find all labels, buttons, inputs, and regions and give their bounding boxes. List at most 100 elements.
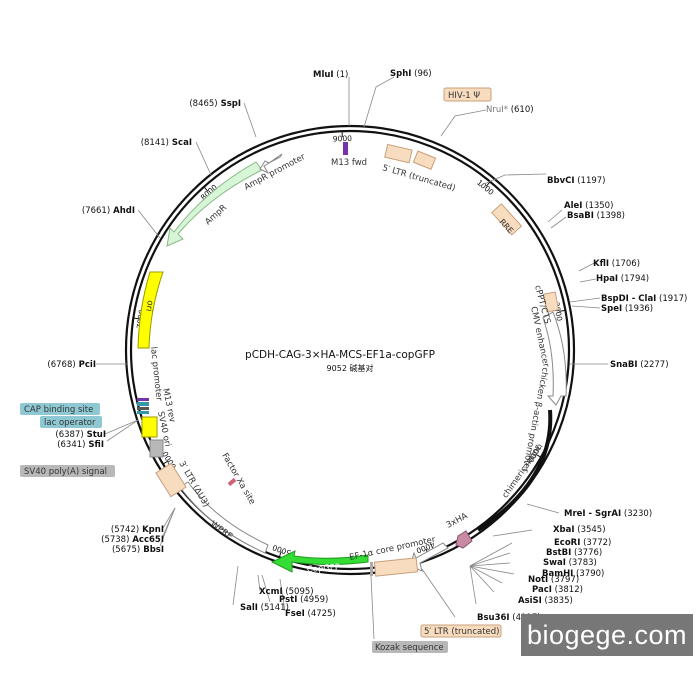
ha-tag-shape [455,530,473,549]
site-label-xcmi: XcmI (5095) [259,587,314,597]
ori-label: ori [143,299,155,312]
biogege-watermark: biogege.com [521,614,693,656]
wpre-arrow [179,481,269,554]
site-coord: (5095) [283,587,314,597]
rre-box [491,203,523,236]
site-name: SpeI [601,304,622,314]
site-name: MreI - SgrAI [564,509,621,519]
site-coord: (3797) [548,575,579,585]
site-coord: (1) [334,70,349,80]
site-label-acc65i: (5738) Acc65I [101,535,164,545]
site-label-spei: SpeI (1936) [601,304,653,314]
site-coord: (4725) [305,609,336,619]
site-coord: (6768) [47,360,75,370]
site-leaders [96,76,608,640]
site-label-xbai: XbaI (3545) [553,525,606,535]
site-label-nrui-: NruI* (610) [486,105,534,115]
ampr-label: AmpR [203,203,229,227]
site-label-noti: NotI (3797) [528,575,579,585]
site-label-bsabi: BsaBI (1398) [567,211,625,221]
site-coord: (1794) [618,274,649,284]
site-name: SwaI [543,558,566,568]
sv40-ori-box [141,416,158,438]
site-name: BamHI [542,569,573,579]
kozak-label: Kozak sequence [375,643,444,653]
cmv-enhancer-arrow [542,311,567,406]
tick-line [133,317,140,320]
plasmid-title: pCDH-CAG-3×HA-MCS-EF1a-copGFP [245,349,435,361]
cap-site-label: CAP binding site [24,405,93,415]
site-name: BspDI - ClaI [601,294,656,304]
site-coord: (1917) [656,294,687,304]
site-label-kpni: (5742) KpnI [111,525,164,535]
tick-label: 1000 [475,178,496,197]
site-label-bamhi: BamHI (3790) [542,569,604,579]
site-label-ahdi: (7661) AhdI [82,206,135,216]
site-name: MluI [313,70,334,80]
site-label-bspdi-clai: BspDI - ClaI (1917) [601,294,687,304]
site-coord: (8141) [141,138,169,148]
lac-operator-label: lac operator [44,418,96,428]
site-name: BbsI [140,545,164,555]
site-coord: (6341) [57,440,85,450]
site-label-swai: SwaI (3783) [543,558,597,568]
site-name: StuI [84,430,106,440]
lac-promoter-marker [137,407,149,410]
site-label-snabi: SnaBI (2277) [610,360,669,370]
site-label-fsei: FseI (4725) [285,609,336,619]
tick-line [559,309,566,312]
site-name: SspI [218,99,241,109]
site-name: PstI [279,595,297,605]
site-coord: (1936) [622,304,653,314]
site-coord: (5675) [112,545,140,555]
site-name: KpnI [139,525,164,535]
site-name: HpaI [596,274,618,284]
site-label-stui: (6387) StuI [55,430,106,440]
sv40-polya-box [149,439,164,458]
sv40-polya-label: SV40 poly(A) signal [24,467,107,477]
site-coord: (610) [508,105,534,115]
site-label-mrei-sgrai: MreI - SgrAI (3230) [564,509,652,519]
site-name: AsiSI [518,596,542,606]
cppt-box [542,291,560,313]
features [137,142,567,577]
site-labels: MluI (1)SphI (96)NruI* (610)BbvCI (1197)… [47,69,687,623]
site-name: AleI [564,201,582,211]
site-name: SphI [390,69,411,79]
m13-fwd-label: M13 fwd [331,158,367,168]
ha-label: 3xHA [445,511,470,531]
ltr5-box-2 [412,150,437,170]
site-label-scai: (8141) ScaI [141,138,192,148]
site-coord: (3545) [575,525,606,535]
site-coord: (3812) [552,585,583,595]
ampr-arrow [166,161,263,247]
site-coord: (3772) [580,538,611,548]
site-coord: (1398) [594,211,625,221]
site-label-sspi: (8465) SspI [189,99,241,109]
site-coord: (3783) [566,558,597,568]
cap-site-marker [137,411,149,414]
site-name: NruI* [486,105,508,115]
site-label-psti: PstI (4959) [279,595,328,605]
site-name: Acc65I [129,535,164,545]
site-coord: (7661) [82,206,110,216]
site-name: SalI [240,603,258,613]
site-name: BbvCI [547,176,575,186]
site-coord: (1197) [575,176,606,186]
m13-rev-marker [137,398,149,401]
ampr-promoter-arrow [259,153,283,175]
site-label-pcii: (6768) PciI [47,360,96,370]
factor-xa-label: Factor Xa site [219,452,257,507]
chimeric-intron-line [476,409,553,532]
site-label-paci: PacI (3812) [532,585,583,595]
site-name: NotI [528,575,548,585]
ltr5-lower-box [373,557,419,577]
site-label-bbvci: BbvCI (1197) [547,176,605,186]
ltr5-lower-label: 5′ LTR (truncated) [424,627,499,637]
site-label-mlui: MluI (1) [313,70,348,80]
site-name: XbaI [553,525,575,535]
lac-operator-marker [137,402,149,406]
ltr5-trunc-label: 5′ LTR (truncated) [381,163,456,193]
site-label-kfli: KflI (1706) [593,259,640,269]
